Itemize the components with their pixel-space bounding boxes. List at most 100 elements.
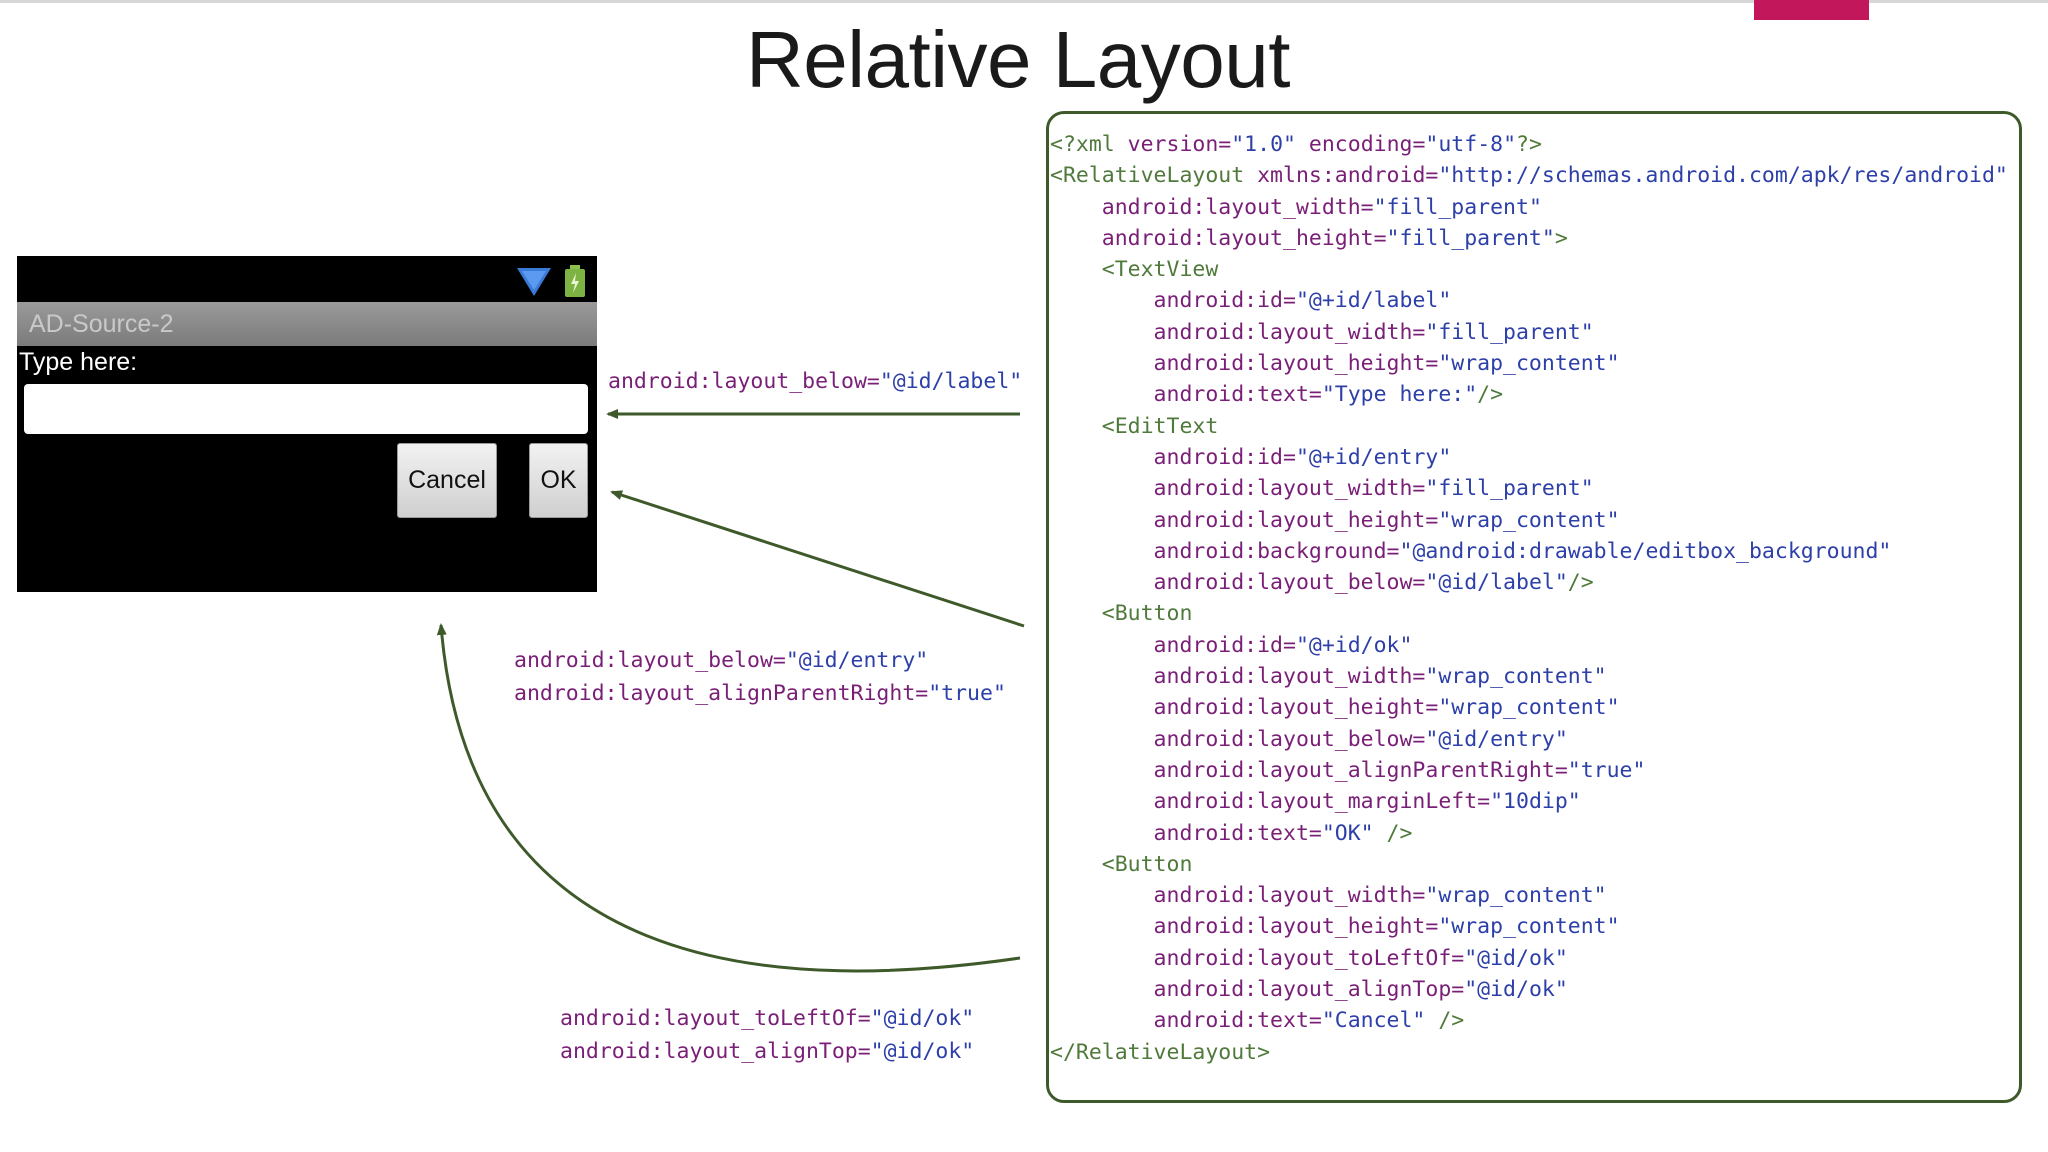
code-token: "fill_parent" xyxy=(1425,319,1594,345)
code-token: xmlns:android= xyxy=(1257,163,1439,189)
code-token: "fill_parent" xyxy=(1373,194,1542,220)
code-token: encoding= xyxy=(1295,132,1426,157)
code-line: android:layout_width="wrap_content" xyxy=(1050,661,2008,692)
code-line: <Button xyxy=(1050,598,2008,629)
wifi-icon xyxy=(517,268,551,296)
code-token: "@id/ok" xyxy=(1464,945,1568,971)
annotation-value: "true" xyxy=(928,681,1006,706)
code-token: version= xyxy=(1127,132,1232,157)
code-token: android:layout_height= xyxy=(1050,225,1387,251)
code-token: > xyxy=(1554,225,1568,251)
status-bar xyxy=(17,256,597,302)
code-line: android:layout_alignTop="@id/ok" xyxy=(1050,974,2008,1005)
arrow-cancel-rules xyxy=(436,623,1021,973)
code-token: /> xyxy=(1373,820,1413,846)
code-line: <Button xyxy=(1050,849,2008,880)
code-token: "fill_parent" xyxy=(1425,476,1594,502)
code-line: android:id="@+id/ok" xyxy=(1050,630,2008,661)
code-line: android:layout_toLeftOf="@id/ok" xyxy=(1050,943,2008,974)
code-token: android:id= xyxy=(1050,288,1296,314)
code-token: android:layout_alignParentRight= xyxy=(1050,757,1568,783)
code-token: "wrap_content" xyxy=(1438,507,1620,533)
top-rule xyxy=(0,0,2048,3)
code-token: <RelativeLayout xyxy=(1050,163,1258,189)
code-token: android:layout_width= xyxy=(1050,664,1426,690)
code-token: android:layout_width= xyxy=(1050,476,1426,502)
code-token: /> xyxy=(1567,570,1594,596)
code-token: android:layout_width= xyxy=(1050,319,1426,345)
code-token: "@+id/label" xyxy=(1295,288,1452,314)
code-token: "utf-8" xyxy=(1425,132,1517,157)
code-line: android:layout_marginLeft="10dip" xyxy=(1050,786,2008,817)
entry-input[interactable] xyxy=(24,384,588,434)
code-token: android:text= xyxy=(1050,1008,1322,1034)
code-line: android:background="@android:drawable/ed… xyxy=(1050,536,2008,567)
phone-screen: AD-Source-2 Type here: Cancel OK xyxy=(17,256,597,592)
code-token: android:layout_height= xyxy=(1050,914,1439,940)
annotation-attr: android:layout_below= xyxy=(514,648,786,673)
code-token: <Button xyxy=(1050,851,1193,877)
code-token: "wrap_content" xyxy=(1425,883,1607,909)
code-token: android:layout_below= xyxy=(1050,570,1426,596)
code-token: <EditText xyxy=(1050,413,1219,439)
code-line: android:text="Type here:"/> xyxy=(1050,379,2008,410)
annotation-ok-rules: android:layout_below="@id/entry" android… xyxy=(514,644,1006,710)
code-token: android:layout_height= xyxy=(1050,351,1439,377)
annotation-attr: android:layout_alignTop= xyxy=(560,1039,871,1064)
code-token: "10dip" xyxy=(1490,789,1581,815)
code-token: <Button xyxy=(1050,601,1193,627)
code-token: android:layout_marginLeft= xyxy=(1050,789,1491,815)
code-token: "@id/label" xyxy=(1425,570,1568,596)
annotation-value: "@id/ok" xyxy=(870,1006,975,1031)
code-line: android:id="@+id/entry" xyxy=(1050,442,2008,473)
code-line: android:layout_alignParentRight="true" xyxy=(1050,755,2008,786)
code-token: android:id= xyxy=(1050,632,1296,658)
app-title: AD-Source-2 xyxy=(29,310,174,338)
code-line: android:layout_width="wrap_content" xyxy=(1050,880,2008,911)
code-token: android:layout_toLeftOf= xyxy=(1050,945,1465,971)
code-token: "Type here:" xyxy=(1321,382,1478,408)
code-token: android:layout_width= xyxy=(1050,883,1426,909)
cancel-button[interactable]: Cancel xyxy=(397,443,497,518)
code-token: "@android:drawable/editbox_background" xyxy=(1399,538,1892,564)
code-token: "wrap_content" xyxy=(1438,351,1620,377)
code-line: android:layout_below="@id/entry" xyxy=(1050,724,2008,755)
accent-tab xyxy=(1754,0,1869,20)
code-token: android:text= xyxy=(1050,382,1322,408)
code-token: "@id/entry" xyxy=(1425,726,1568,752)
code-line: android:id="@+id/label" xyxy=(1050,285,2008,316)
code-line: android:layout_height="wrap_content" xyxy=(1050,911,2008,942)
ok-button[interactable]: OK xyxy=(529,443,588,518)
code-token: /> xyxy=(1477,382,1504,408)
code-line: android:layout_width="fill_parent" xyxy=(1050,473,2008,504)
code-token: "wrap_content" xyxy=(1425,664,1607,690)
code-token: "1.0" xyxy=(1231,132,1296,157)
annotation-value: "@id/ok" xyxy=(870,1039,975,1064)
code-line: <TextView xyxy=(1050,254,2008,285)
code-line: <EditText xyxy=(1050,411,2008,442)
code-token: "@id/ok" xyxy=(1464,977,1568,1003)
code-line: android:layout_height="wrap_content" xyxy=(1050,348,2008,379)
code-token: android:layout_height= xyxy=(1050,695,1439,721)
code-token: android:id= xyxy=(1050,444,1296,470)
code-token: android:layout_alignTop= xyxy=(1050,977,1465,1003)
code-token: "@+id/entry" xyxy=(1295,444,1452,470)
code-token: "http://schemas.android.com/apk/res/andr… xyxy=(1438,163,2008,189)
code-token: <?xml xyxy=(1050,132,1128,157)
xml-code-block: <?xml version="1.0" encoding="utf-8"?><R… xyxy=(1050,129,2008,1068)
code-token: /> xyxy=(1425,1008,1465,1034)
annotation-value: "@id/label" xyxy=(879,369,1023,394)
code-line: android:text="Cancel" /> xyxy=(1050,1005,2008,1036)
code-line: <RelativeLayout xmlns:android="http://sc… xyxy=(1050,160,2008,191)
code-token: "Cancel" xyxy=(1321,1008,1426,1034)
code-line: android:layout_height="wrap_content" xyxy=(1050,505,2008,536)
code-token: "wrap_content" xyxy=(1438,914,1620,940)
code-line: android:layout_height="wrap_content" xyxy=(1050,692,2008,723)
code-token: android:layout_height= xyxy=(1050,507,1439,533)
code-token: <TextView xyxy=(1050,257,1219,283)
annotation-attr: android:layout_toLeftOf= xyxy=(560,1006,871,1031)
code-token: "true" xyxy=(1567,757,1646,783)
code-token: </RelativeLayout> xyxy=(1050,1039,1271,1065)
code-line: android:layout_height="fill_parent"> xyxy=(1050,223,2008,254)
